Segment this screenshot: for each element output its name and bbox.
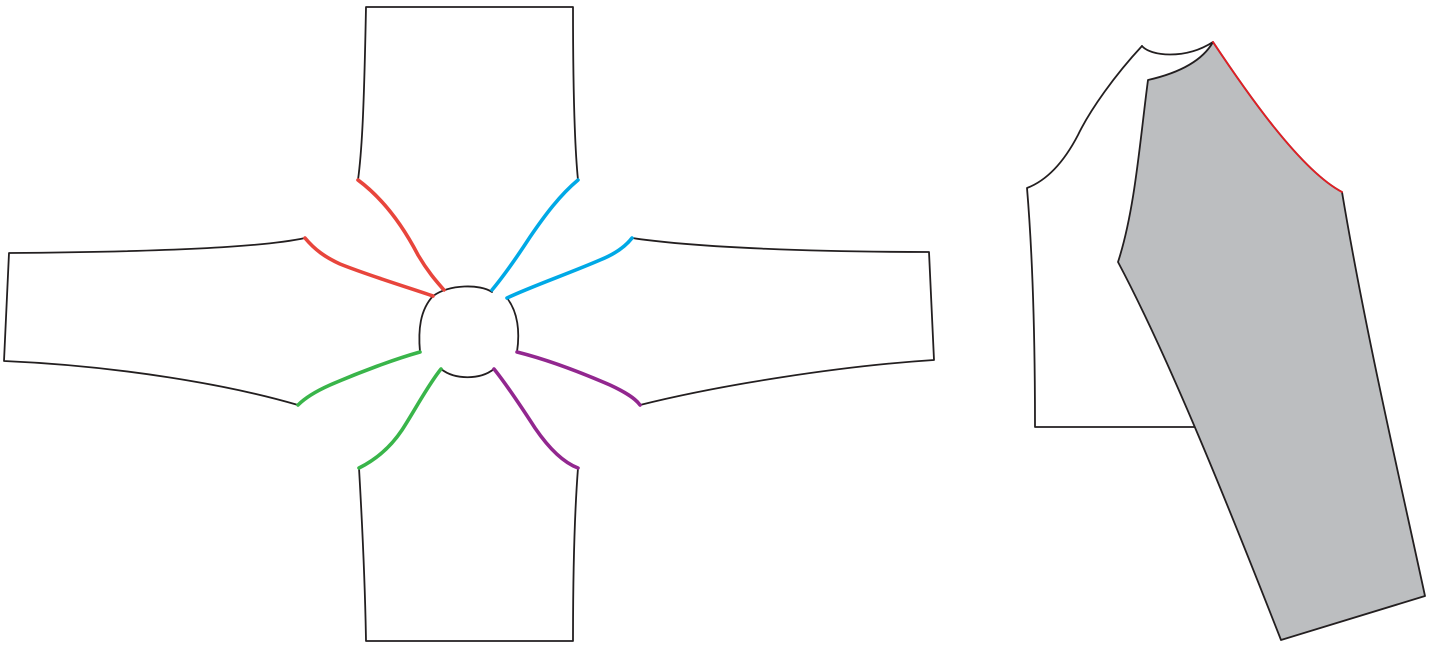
pattern-piece-top xyxy=(357,6,579,181)
pattern-piece-right xyxy=(631,237,935,406)
neck-opening-right xyxy=(506,297,520,353)
raglan-seam-blue-sleeve xyxy=(505,236,634,300)
sleeve-shoulder-seam xyxy=(1212,41,1343,193)
raglan-seam-green-front xyxy=(357,367,443,470)
raglan-seam-purple-front xyxy=(492,367,580,470)
neck-opening-left xyxy=(418,295,434,353)
neck-opening-top xyxy=(432,285,493,297)
raglan-seam-purple-sleeve xyxy=(515,350,642,407)
assembled-garment xyxy=(1026,41,1426,641)
raglan-sleeve xyxy=(1117,41,1426,641)
bodice-outline xyxy=(1026,45,1201,428)
pattern-piece-bottom xyxy=(358,467,579,642)
raglan-seam-blue-back xyxy=(490,178,580,292)
raglan-seam-red-sleeve xyxy=(303,236,435,298)
bodice-neckline xyxy=(1141,41,1214,56)
neck-opening-bottom xyxy=(440,368,495,379)
raglan-seam-red-back xyxy=(356,178,446,292)
flat-pattern-layout xyxy=(3,6,935,642)
raglan-seam-green-sleeve xyxy=(296,350,422,407)
pattern-piece-left xyxy=(3,237,306,406)
